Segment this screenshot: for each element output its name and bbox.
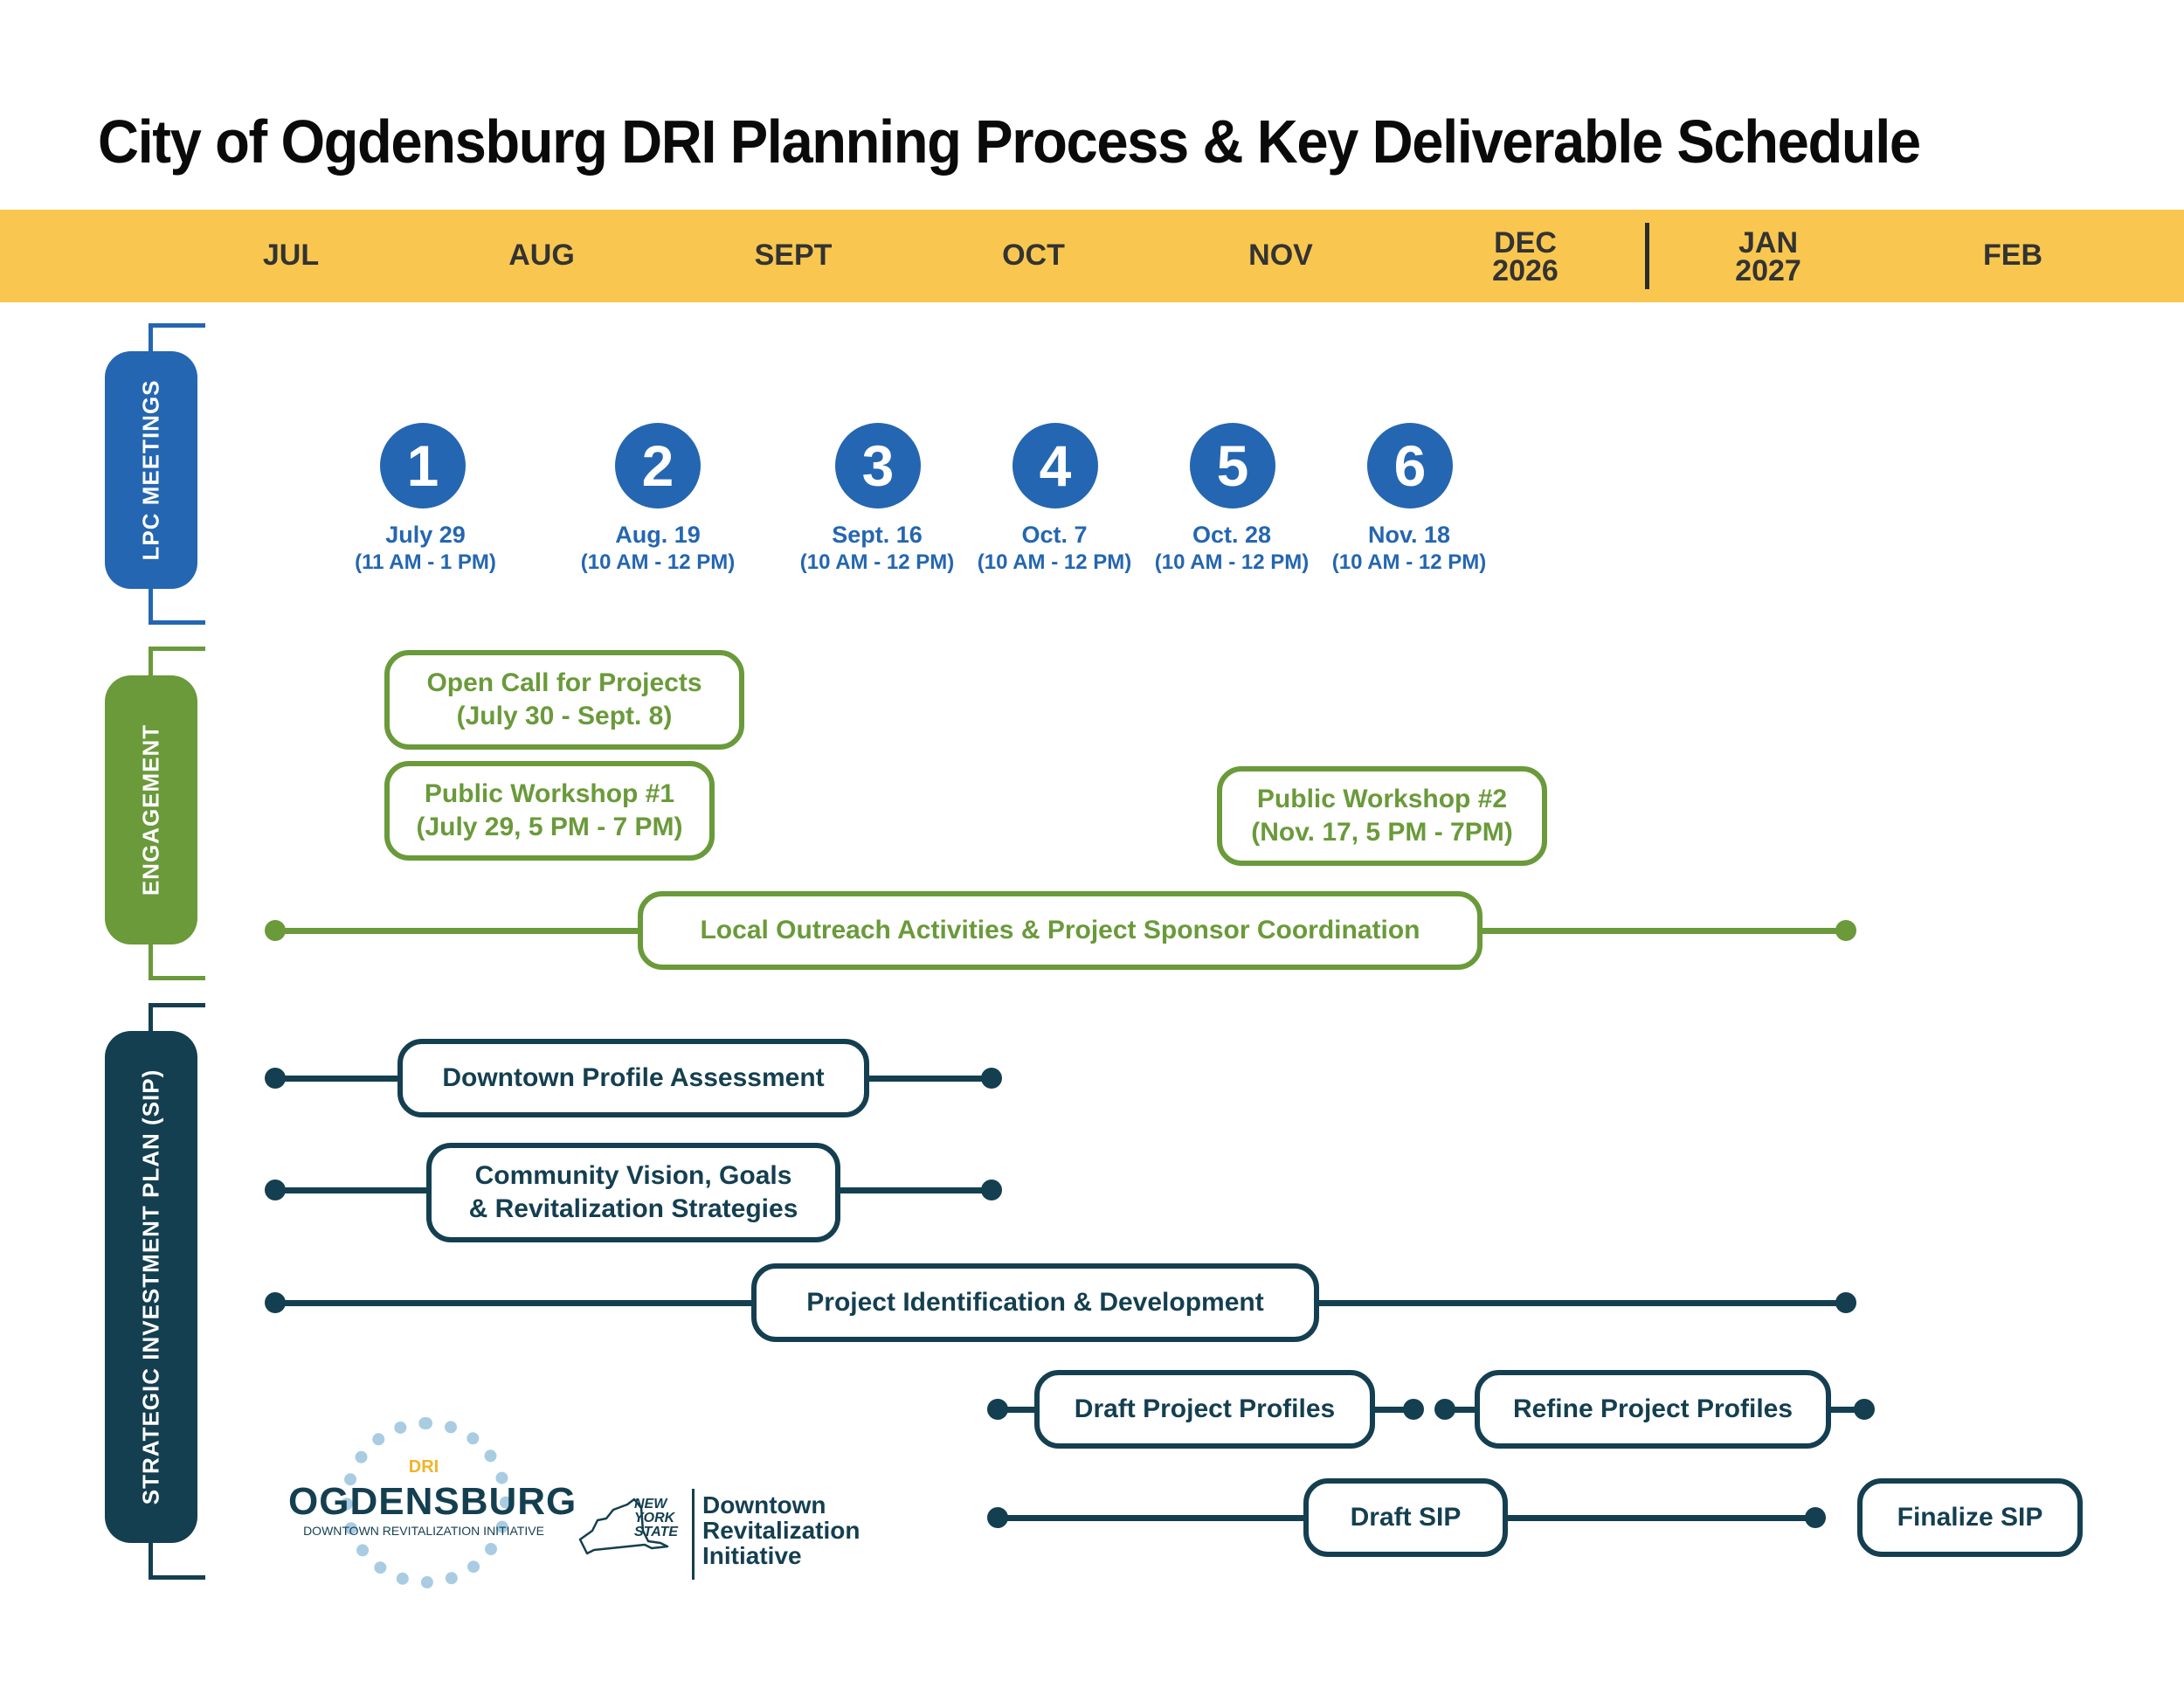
year-divider [1645,223,1649,289]
lpc-section-label: LPC MEETINGS [105,351,197,589]
downtown-profile-box: Downtown Profile Assessment [397,1039,869,1117]
meeting-time: (10 AM - 12 PM) [799,550,955,574]
outreach-end-dot [1835,920,1856,941]
profile-start-dot [265,1068,286,1089]
draft-profiles-end-dot [1403,1399,1424,1420]
month-dec-year: 2026 [1492,254,1559,287]
open-call-box: Open Call for Projects (July 30 - Sept. … [384,650,744,750]
meeting-time: (10 AM - 12 PM) [580,550,736,574]
month-dec: DEC 2026 [1492,226,1559,287]
draft-sip-box: Draft SIP [1303,1478,1508,1557]
vision-box: Community Vision, Goals & Revitalization… [426,1143,840,1242]
refine-profiles-start-dot [1434,1399,1455,1420]
meeting-date: Oct. 28 [1192,522,1272,548]
meeting-5-info: Oct. 28 (10 AM - 12 PM) [1155,521,1309,577]
outreach-box: Local Outreach Activities & Project Spon… [638,891,1482,970]
meeting-2-badge: 2 [615,423,701,508]
vision-end-dot [981,1180,1002,1200]
meeting-date: Oct. 7 [1021,522,1088,548]
nys-program-name: Downtown Revitalization Initiative [702,1491,860,1569]
meeting-date: Sept. 16 [832,522,923,548]
public-workshop-2-box: Public Workshop #2 (Nov. 17, 5 PM - 7PM) [1217,766,1547,866]
nys-dri-logo: NEW YORK STATE Downtown Revitalization I… [577,1485,882,1581]
month-jan: JAN 2027 [1735,226,1801,287]
logo-dri-tag: DRI [408,1457,439,1477]
month-band [0,210,2184,302]
meeting-time: (10 AM - 12 PM) [1331,550,1487,574]
month-nov: NOV [1248,239,1313,272]
month-sept: SEPT [754,239,833,272]
meeting-3-badge: 3 [835,423,921,508]
meeting-4-info: Oct. 7 (10 AM - 12 PM) [978,521,1131,577]
meeting-time: (11 AM - 1 PM) [355,550,496,574]
new-york-state-icon [578,1498,669,1555]
meeting-1-info: July 29 (11 AM - 1 PM) [355,521,496,577]
meeting-4-badge: 4 [1013,423,1098,508]
finalize-sip-box: Finalize SIP [1857,1478,2083,1557]
month-dec-label: DEC [1494,226,1557,259]
month-jul: JUL [262,239,320,272]
logo-separator [692,1489,695,1580]
ogdensburg-dri-logo: DRI OGDENSBURG DOWNTOWN REVITALIZATION I… [288,1415,577,1590]
project-id-start-dot [265,1292,286,1313]
meeting-time: (10 AM - 12 PM) [977,550,1132,574]
page-title: City of Ogdensburg DRI Planning Process … [98,107,1921,176]
meeting-date: Aug. 19 [615,522,701,548]
project-id-end-dot [1835,1292,1856,1313]
meeting-3-info: Sept. 16 (10 AM - 12 PM) [800,521,954,577]
sip-section-label: STRATEGIC INVESTMENT PLAN (SIP) [105,1031,197,1543]
logo-name: OGDENSBURG [288,1480,577,1523]
meeting-6-badge: 6 [1367,423,1453,508]
vision-start-dot [265,1180,286,1200]
draft-sip-start-dot [987,1507,1008,1528]
month-feb: FEB [1983,239,2042,272]
meeting-6-info: Nov. 18 (10 AM - 12 PM) [1332,521,1486,577]
engagement-section-label: ENGAGEMENT [105,675,197,944]
month-oct: OCT [1002,239,1065,272]
draft-sip-end-dot [1805,1507,1826,1528]
meeting-5-badge: 5 [1190,423,1275,508]
meeting-1-badge: 1 [380,423,466,508]
public-workshop-1-box: Public Workshop #1 (July 29, 5 PM - 7 PM… [384,761,715,861]
month-jan-label: JAN [1738,226,1799,259]
refine-profiles-end-dot [1854,1399,1875,1420]
logo-subtitle: DOWNTOWN REVITALIZATION INITIATIVE [303,1524,544,1538]
refine-profiles-box: Refine Project Profiles [1475,1370,1831,1449]
profile-end-dot [981,1068,1002,1089]
nys-state-label: NEW YORK STATE [634,1497,679,1539]
draft-profiles-start-dot [987,1399,1008,1420]
meeting-time: (10 AM - 12 PM) [1154,550,1310,574]
outreach-start-dot [265,920,286,941]
meeting-2-info: Aug. 19 (10 AM - 12 PM) [581,521,735,577]
meeting-date: July 29 [385,522,466,548]
project-id-box: Project Identification & Development [751,1263,1319,1342]
month-jan-year: 2027 [1735,254,1801,287]
meeting-date: Nov. 18 [1367,522,1451,548]
month-aug: AUG [508,239,575,272]
draft-profiles-box: Draft Project Profiles [1034,1370,1375,1449]
